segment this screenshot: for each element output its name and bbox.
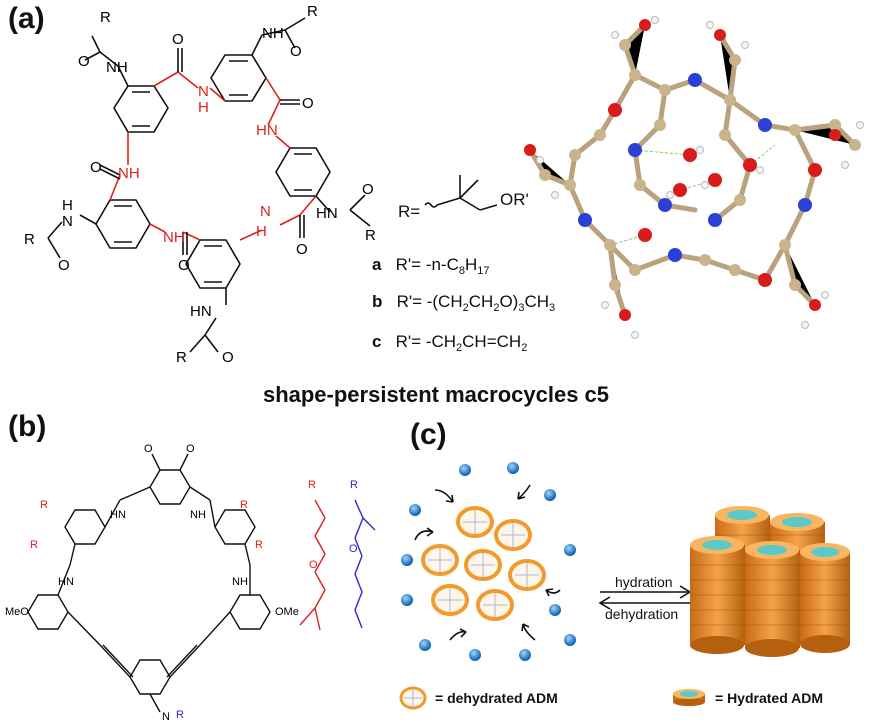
atom-hn-right: HN — [316, 205, 338, 222]
atom-o-8: O — [90, 159, 102, 176]
atom-o-2: O — [290, 43, 302, 60]
atom-r-1: R — [100, 9, 111, 26]
variant-b: b R'= -(CH2CH2O)3CH3 — [372, 292, 556, 314]
crystal-structure-model — [524, 16, 864, 339]
atom-o-5: O — [362, 181, 374, 198]
atom-h-left: H — [62, 197, 73, 214]
legend-dehydrated-label: = dehydrated ADM — [435, 690, 558, 706]
atom-r2-bottom: R — [176, 709, 184, 721]
benzene-ring-top-right — [210, 54, 267, 102]
or-group-label: OR' — [500, 190, 529, 209]
atom-r-3: R — [365, 227, 376, 244]
panel-label-c: (c) — [410, 418, 447, 451]
atom-o-6: O — [296, 241, 308, 258]
atom-o-red: O — [309, 559, 318, 571]
atom-o-4: O — [302, 95, 314, 112]
atom-r1-1: R — [40, 499, 48, 511]
atom-o-3: O — [172, 31, 184, 48]
dehydrated-rings — [421, 506, 546, 621]
atom-hn-bottom: HN — [190, 303, 212, 320]
dehydration-label: dehydration — [605, 606, 679, 622]
hydration-label: hydration — [615, 574, 673, 590]
atom-ome-2: O — [186, 443, 195, 455]
atom-r-5: R — [176, 349, 187, 366]
atom-hn-red: HN — [256, 122, 278, 139]
r-definition-label: R= — [398, 202, 421, 221]
atom-o-1: O — [78, 53, 90, 70]
atom-n-red-1: N — [198, 83, 209, 100]
atom-ome-1: O — [144, 443, 153, 455]
benzene-ring-left — [95, 199, 151, 249]
legend-dehydrated-icon — [399, 686, 427, 710]
hydrated-stacks — [690, 506, 850, 657]
atom-ome-right: OMe — [275, 606, 299, 618]
atom-h-red-2: H — [256, 223, 267, 240]
panel-label-b: (b) — [8, 410, 47, 443]
atom-nh-red-4: NH — [118, 165, 140, 182]
legend-hydrated-label: = Hydrated ADM — [715, 690, 824, 706]
equilibrium-arrows — [598, 585, 692, 610]
wavy-bond — [424, 202, 438, 208]
atom-r-2: R — [307, 3, 318, 20]
atom-o-9: O — [58, 257, 70, 274]
atom-hn-1: HN — [110, 509, 126, 521]
benzene-ring-bottom — [185, 239, 241, 289]
benzene-ring-top-left — [113, 85, 169, 133]
variant-c: c R'= -CH2CH=CH2 — [372, 332, 528, 354]
atom-o-10: O — [222, 349, 234, 366]
benzene-ring-right — [275, 147, 331, 197]
atom-h-red-1: H — [198, 99, 209, 116]
atom-o-7: O — [178, 257, 190, 274]
atom-nh-1: NH — [190, 509, 206, 521]
label-r1: R — [308, 479, 316, 491]
figure-title: shape-persistent macrocycles c5 — [262, 382, 610, 407]
macrocycle-structure-a: R NH O R NH O O N H O HN HN O R N H O NH… — [24, 3, 498, 366]
legend-hydrated-icon — [673, 689, 705, 706]
atom-hn-2: HN — [58, 576, 74, 588]
variant-a: a R'= -n-C8H17 — [372, 255, 490, 277]
panel-label-a: (a) — [8, 2, 45, 35]
hydration-diagram — [399, 462, 850, 710]
atom-n-bottom: N — [162, 711, 170, 723]
water-molecules — [401, 462, 576, 661]
motion-arrows — [414, 484, 561, 641]
atom-o-blue: O — [349, 543, 358, 555]
atom-nh-2: NH — [232, 576, 248, 588]
macrocycle-backbone — [109, 71, 317, 241]
atom-n-red-2: N — [260, 203, 271, 220]
macrocycle-structure-b: O O R R R R HN NH HN NH MeO OMe N R R R … — [5, 443, 376, 723]
atoms — [524, 16, 864, 339]
atom-r1-2: R — [240, 499, 248, 511]
atom-r1-4: R — [255, 539, 263, 551]
atom-r-4: R — [24, 231, 35, 248]
atom-meo: MeO — [5, 606, 29, 618]
label-r2: R — [350, 479, 358, 491]
atom-nh-1: NH — [106, 59, 128, 76]
atom-n-left: N — [62, 213, 73, 230]
atom-nh-2: NH — [262, 25, 284, 42]
atom-nh-red-3: NH — [163, 229, 185, 246]
atom-r1-3: R — [30, 539, 38, 551]
